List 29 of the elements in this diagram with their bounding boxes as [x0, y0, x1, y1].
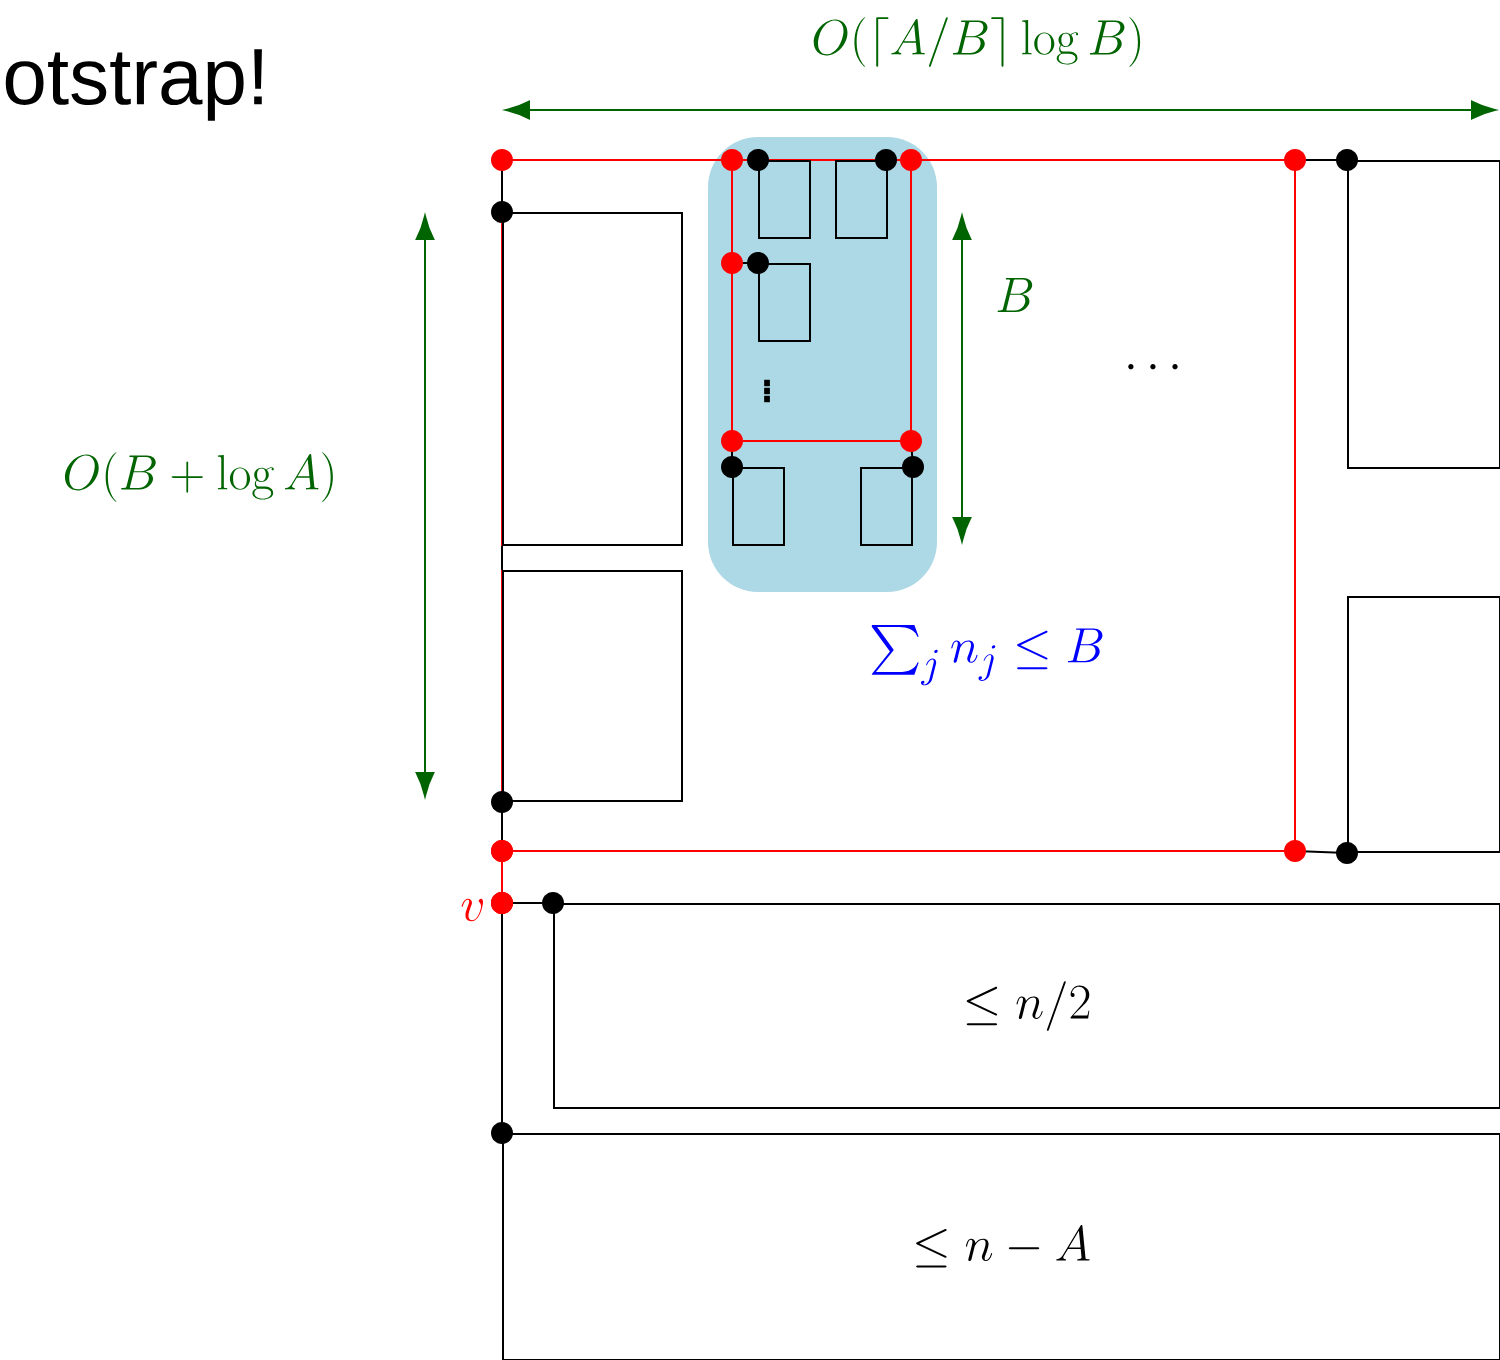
empty-box [758, 263, 811, 342]
empty-box [1347, 596, 1500, 853]
math-label: $\vdots$ [764, 379, 770, 403]
empty-box [502, 212, 683, 546]
connector-line [491, 840, 513, 914]
connector-line [721, 430, 743, 478]
empty-box [502, 570, 683, 802]
box-label: $\le n - A$ [916, 1225, 1090, 1268]
connector-line [721, 252, 769, 274]
connector-line [900, 430, 924, 478]
text-box [553, 903, 1500, 1109]
heading-text: otstrap! [5, 49, 262, 121]
empty-box [860, 467, 913, 546]
box-label: $\le n/2$ [966, 981, 1090, 1031]
math-label: $\sum_j n_j \le B$ [871, 625, 1103, 686]
empty-box [732, 467, 785, 546]
vertex-label: $v$ [461, 898, 483, 922]
math-label: $O(\lceil A/B\rceil \log B)$ [813, 17, 1141, 67]
empty-box [758, 160, 811, 239]
empty-box [835, 160, 888, 239]
connector-line [501, 545, 503, 571]
math-label: $\cdots$ [1128, 363, 1178, 370]
connector-line [1284, 840, 1358, 864]
math-label: $O(B + \log A)$ [65, 452, 333, 502]
connector-line [1284, 149, 1358, 171]
math-label: $B$ [997, 278, 1033, 312]
connector-line [491, 149, 513, 223]
empty-box [1347, 160, 1500, 469]
text-box [502, 1133, 1500, 1360]
